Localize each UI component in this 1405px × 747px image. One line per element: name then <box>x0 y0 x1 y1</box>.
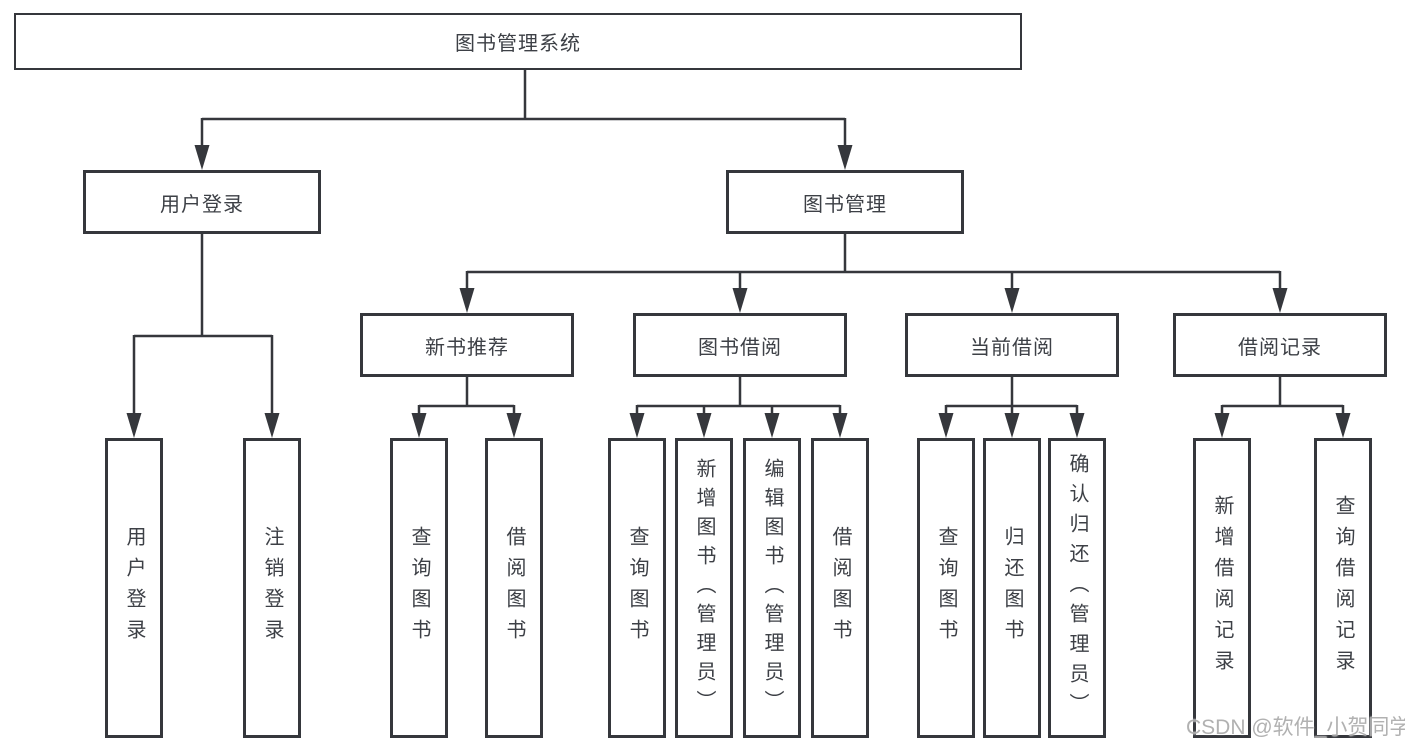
arrowhead-book-mgmt <box>837 145 853 170</box>
node-borrowing-records: 借阅记录 <box>1173 313 1387 377</box>
arrowhead-user-login <box>194 145 210 170</box>
arrowhead-leaf-borrow-book-1 <box>506 413 522 438</box>
node-user-login: 用户登录 <box>83 170 321 234</box>
node-book-management: 图书管理 <box>726 170 964 234</box>
leaf-query-book-1-label: 查询图书 <box>408 526 430 650</box>
leaf-query-book-3-label: 查询图书 <box>935 526 957 650</box>
arrowhead-leaf-confirm-return <box>1069 413 1085 438</box>
leaf-confirm-return-admin: 确认归还（管理员） <box>1048 438 1106 738</box>
leaf-add-borrow-record: 新增借阅记录 <box>1193 438 1251 738</box>
leaf-add-book-admin: 新增图书（管理员） <box>675 438 733 738</box>
leaf-query-book-1: 查询图书 <box>390 438 448 738</box>
node-current-borrowing-label: 当前借阅 <box>970 336 1054 359</box>
arrowhead-leaf-query-record <box>1335 413 1351 438</box>
leaf-borrow-book-1: 借阅图书 <box>485 438 543 738</box>
arrowhead-leaf-user-login <box>126 413 142 438</box>
leaf-borrow-book-1-label: 借阅图书 <box>503 526 525 650</box>
node-current-borrowing: 当前借阅 <box>905 313 1119 377</box>
leaf-logout-label: 注销登录 <box>261 526 283 650</box>
arrowhead-leaf-query-book-3 <box>938 413 954 438</box>
node-user-login-label: 用户登录 <box>160 193 244 216</box>
leaf-add-book-admin-label: 新增图书（管理员） <box>693 457 715 719</box>
csdn-watermark: CSDN @软件_小贺同学 <box>1186 716 1405 739</box>
leaf-query-book-2: 查询图书 <box>608 438 666 738</box>
leaf-user-login-label: 用户登录 <box>123 526 145 650</box>
leaf-borrow-book-2: 借阅图书 <box>811 438 869 738</box>
leaf-query-borrow-record-label: 查询借阅记录 <box>1332 495 1354 681</box>
node-borrowing-records-label: 借阅记录 <box>1238 336 1322 359</box>
node-book-borrowing-label: 图书借阅 <box>698 336 782 359</box>
node-book-management-label: 图书管理 <box>803 193 887 216</box>
arrowhead-leaf-query-book-1 <box>411 413 427 438</box>
arrowhead-current-borrow <box>1004 288 1020 313</box>
leaf-edit-book-admin-label: 编辑图书（管理员） <box>761 457 783 719</box>
leaf-query-borrow-record: 查询借阅记录 <box>1314 438 1372 738</box>
leaf-add-borrow-record-label: 新增借阅记录 <box>1211 495 1233 681</box>
node-new-book-recommendation: 新书推荐 <box>360 313 574 377</box>
leaf-query-book-3: 查询图书 <box>917 438 975 738</box>
node-book-borrowing: 图书借阅 <box>633 313 847 377</box>
leaf-edit-book-admin: 编辑图书（管理员） <box>743 438 801 738</box>
leaf-borrow-book-2-label: 借阅图书 <box>829 526 851 650</box>
leaf-user-login: 用户登录 <box>105 438 163 738</box>
leaf-confirm-return-admin-label: 确认归还（管理员） <box>1066 453 1088 723</box>
leaf-logout: 注销登录 <box>243 438 301 738</box>
arrowhead-leaf-query-book-2 <box>629 413 645 438</box>
arrowhead-leaf-edit-book <box>764 413 780 438</box>
node-root-system: 图书管理系统 <box>14 13 1022 70</box>
arrowhead-borrow-record <box>1272 288 1288 313</box>
leaf-query-book-2-label: 查询图书 <box>626 526 648 650</box>
arrowhead-leaf-return-book <box>1004 413 1020 438</box>
leaf-return-book: 归还图书 <box>983 438 1041 738</box>
leaf-return-book-label: 归还图书 <box>1001 526 1023 650</box>
node-new-book-recommendation-label: 新书推荐 <box>425 336 509 359</box>
arrowhead-book-borrow <box>732 288 748 313</box>
arrowhead-leaf-add-book <box>696 413 712 438</box>
arrowhead-leaf-logout <box>264 413 280 438</box>
arrowhead-leaf-add-record <box>1214 413 1230 438</box>
arrowhead-new-book-rec <box>459 288 475 313</box>
node-root-label: 图书管理系统 <box>455 33 581 55</box>
arrowhead-leaf-borrow-book-2 <box>832 413 848 438</box>
